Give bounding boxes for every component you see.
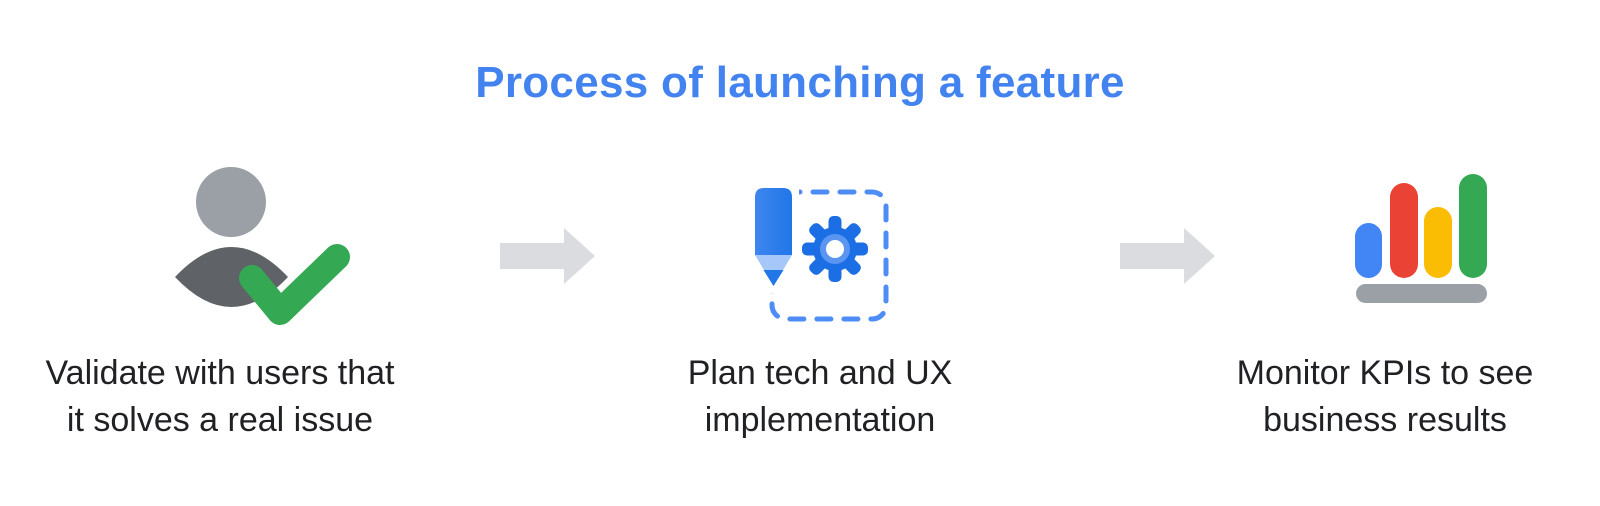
arrow-shape — [1120, 228, 1215, 284]
arrow-shape — [500, 228, 595, 284]
caption-line: Plan tech and UX — [687, 354, 953, 392]
arrow-right-icon — [500, 228, 595, 284]
bar-red — [1390, 183, 1418, 278]
kpi-bar-chart-icon — [1355, 174, 1487, 303]
person-head — [196, 167, 266, 237]
caption-line: business results — [1263, 401, 1507, 439]
user-validated-icon — [175, 167, 350, 325]
caption-line: it solves a real issue — [66, 401, 374, 439]
step-caption-validate: Validate with users that it solves a rea… — [10, 350, 430, 444]
plan-pencil-gear-icon — [747, 183, 889, 322]
arrow-right-icon — [1120, 228, 1215, 284]
pencil-body — [755, 188, 792, 255]
checkmark-icon — [239, 244, 350, 325]
bar-yellow — [1424, 207, 1452, 278]
gear-icon — [802, 216, 868, 282]
caption-line: implementation — [704, 401, 936, 439]
bar-blue — [1355, 223, 1382, 278]
caption-line: Monitor KPIs to see — [1236, 354, 1534, 392]
pencil-point — [763, 270, 784, 286]
chart-baseline — [1356, 284, 1487, 303]
caption-line: Validate with users that — [45, 354, 395, 392]
step-caption-monitor: Monitor KPIs to see business results — [1175, 350, 1595, 444]
bar-green — [1459, 174, 1487, 278]
step-caption-plan: Plan tech and UX implementation — [610, 350, 1030, 444]
diagram-title: Process of launching a feature — [475, 58, 1125, 107]
